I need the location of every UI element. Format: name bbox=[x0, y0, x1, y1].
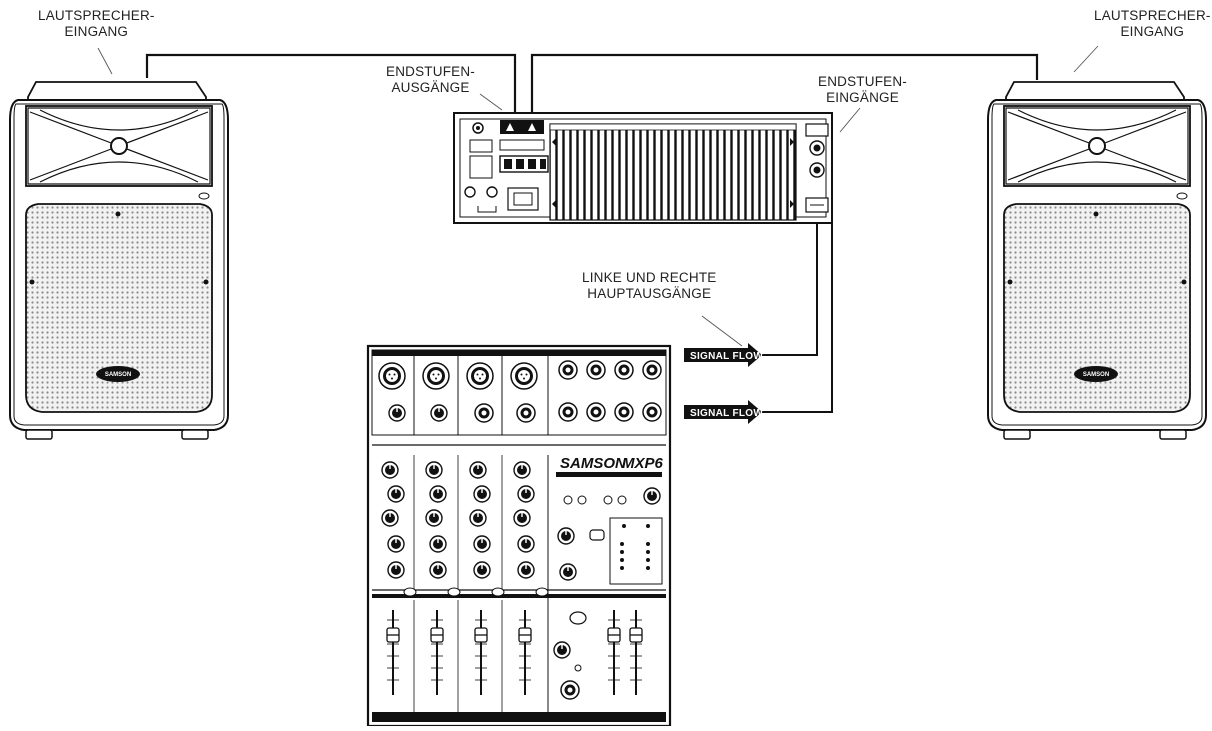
label-amp-outputs: ENDSTUFEN- AUSGÄNGE bbox=[386, 64, 475, 96]
signal-flow-label-lower: SIGNAL FLOW bbox=[690, 408, 763, 419]
label-speaker-input-right-line1: LAUTSPRECHER- bbox=[1094, 8, 1211, 23]
label-speaker-input-right-line2: EINGANG bbox=[1120, 24, 1185, 39]
speaker-left: SAMSON bbox=[9, 81, 229, 440]
label-amp-outputs-line1: ENDSTUFEN- bbox=[386, 64, 475, 79]
label-main-outputs: LINKE UND RECHTE HAUPTAUSGÄNGE bbox=[582, 270, 716, 302]
signal-cable-upper bbox=[762, 170, 818, 356]
speaker-left-logo: SAMSON bbox=[105, 372, 131, 378]
label-amp-outputs-line2: AUSGÄNGE bbox=[391, 80, 470, 95]
speaker-cable-left bbox=[145, 53, 517, 158]
mixer-brand: SAMSON bbox=[560, 455, 627, 472]
speaker-right: SAMSON bbox=[987, 81, 1207, 440]
label-amp-inputs: ENDSTUFEN- EINGÄNGE bbox=[818, 74, 907, 106]
signal-flow-label-upper: SIGNAL FLOW bbox=[690, 351, 763, 362]
speaker-cable-right bbox=[530, 53, 1039, 158]
power-amplifier bbox=[453, 112, 833, 224]
label-amp-inputs-line2: EINGÄNGE bbox=[826, 90, 899, 105]
mixer: SAMSON MXP6 bbox=[366, 344, 672, 728]
leader-lines bbox=[97, 45, 1099, 347]
speaker-right-logo: SAMSON bbox=[1083, 372, 1109, 378]
label-main-outputs-line1: LINKE UND RECHTE bbox=[582, 270, 717, 285]
label-amp-inputs-line1: ENDSTUFEN- bbox=[818, 74, 907, 89]
label-speaker-input-right: LAUTSPRECHER- EINGANG bbox=[1094, 8, 1211, 40]
signal-flow-arrow-lower: SIGNAL FLOW bbox=[684, 400, 763, 424]
label-speaker-input-left-line2: EINGANG bbox=[64, 24, 129, 39]
signal-flow-arrow-upper: SIGNAL FLOW bbox=[684, 343, 763, 367]
mixer-model: MXP6 bbox=[622, 455, 664, 472]
label-speaker-input-left: LAUTSPRECHER- EINGANG bbox=[38, 8, 155, 40]
label-main-outputs-line2: HAUPTAUSGÄNGE bbox=[587, 286, 712, 301]
label-speaker-input-left-line1: LAUTSPRECHER- bbox=[38, 8, 155, 23]
